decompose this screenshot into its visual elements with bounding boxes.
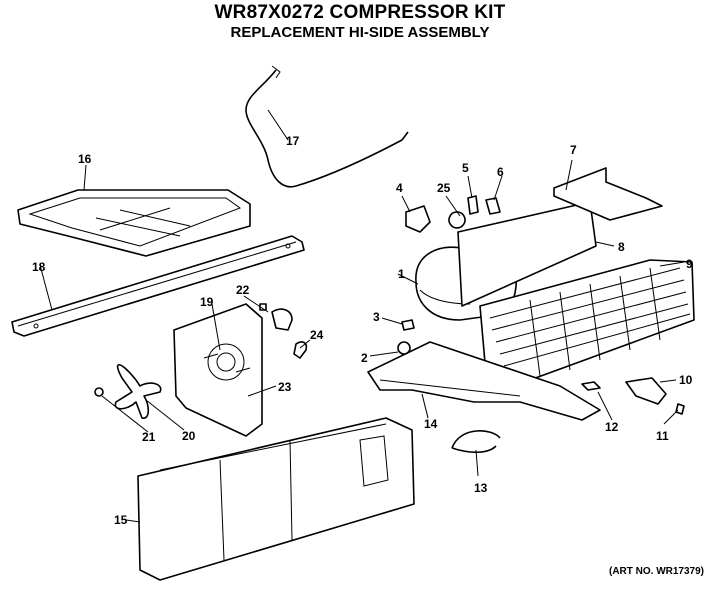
callout-22: 22: [236, 283, 250, 297]
leader-lines: [39, 109, 685, 523]
callout-13: 13: [474, 481, 488, 495]
drain-pan-part: [17, 189, 251, 257]
callout-9: 9: [686, 257, 693, 271]
small-components-parts: [397, 195, 501, 355]
callout-7: 7: [570, 143, 577, 157]
callout-21: 21: [142, 430, 156, 444]
access-panel-part: [137, 417, 415, 581]
callout-10: 10: [679, 373, 693, 387]
callout-25: 25: [437, 181, 451, 195]
callout-20: 20: [182, 429, 196, 443]
diagram-title: WR87X0272 COMPRESSOR KIT: [214, 2, 506, 23]
callout-17: 17: [286, 134, 300, 148]
callout-16: 16: [78, 152, 92, 166]
callout-3: 3: [373, 310, 380, 324]
callout-14: 14: [424, 417, 438, 431]
callout-1: 1: [398, 267, 405, 281]
callout-23: 23: [278, 380, 292, 394]
art-number: (ART NO. WR17379): [608, 566, 704, 577]
callout-19: 19: [200, 295, 214, 309]
base-plate-part: [367, 341, 601, 421]
callout-12: 12: [605, 420, 619, 434]
callout-2: 2: [361, 351, 368, 365]
callout-5: 5: [462, 161, 469, 175]
diagram-subtitle: REPLACEMENT HI-SIDE ASSEMBLY: [230, 24, 490, 41]
mounting-rail-part: [11, 235, 305, 337]
fan-bracket-part: [173, 303, 263, 437]
clip-parts: [259, 303, 308, 359]
callout-8: 8: [618, 240, 625, 254]
hardware-parts: [451, 377, 685, 454]
callout-6: 6: [497, 165, 504, 179]
callout-15: 15: [114, 513, 128, 527]
shroud-part: [457, 201, 597, 307]
fan-blade-part: [94, 363, 162, 419]
callout-24: 24: [310, 328, 324, 342]
callout-4: 4: [396, 181, 403, 195]
callout-11: 11: [656, 429, 669, 443]
callout-18: 18: [32, 260, 46, 274]
suction-tube-part: [245, 65, 409, 188]
bracket-part: [553, 167, 663, 221]
